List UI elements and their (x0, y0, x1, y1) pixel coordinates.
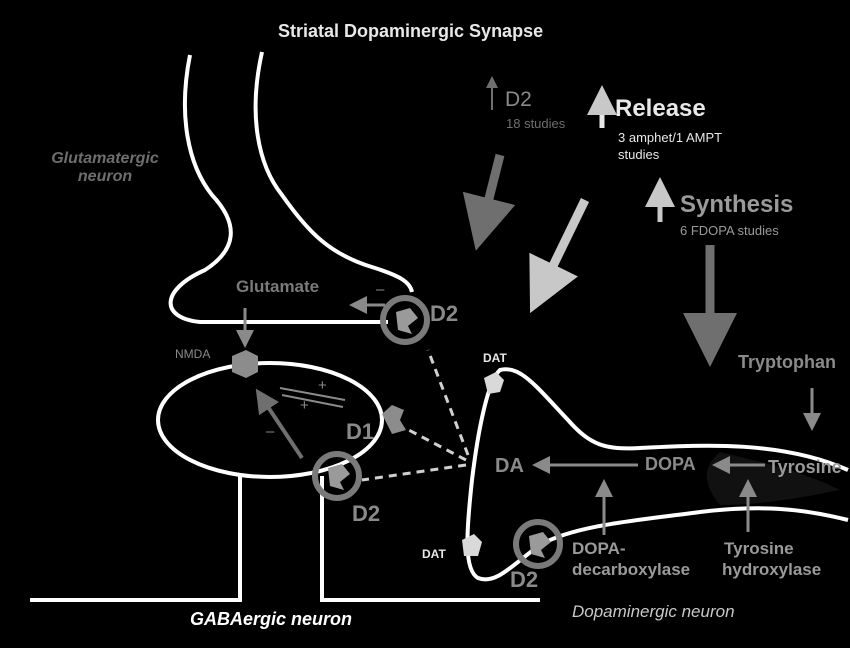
synthesis-findings-label: Synthesis (680, 192, 793, 218)
d2-glutamatergic-label: D2 (430, 302, 458, 326)
glutamate-inhibition-sign: – (376, 282, 384, 299)
dopa-label: DOPA (645, 455, 696, 475)
dat-lower-icon (462, 534, 482, 556)
release-findings-arrow (534, 200, 585, 305)
d2-autoreceptor-label: D2 (510, 568, 538, 592)
d1-d2-interaction-arrows (280, 388, 345, 407)
nmda-receptor-icon (232, 350, 258, 378)
release-findings-label: Release (615, 96, 706, 122)
synthesis-findings-detail: 6 FDOPA studies (680, 224, 779, 238)
d2-receptor-glutamatergic-icon (396, 308, 418, 334)
d2-findings-arrow (478, 155, 500, 242)
d1-plus-sign-upper: + (318, 378, 327, 395)
dopa-decarboxylase-label-2: decarboxylase (572, 561, 690, 580)
tyrosine-hydroxylase-label-2: hydroxylase (722, 561, 821, 580)
release-findings-detail-1: 3 amphet/1 AMPT (618, 131, 722, 145)
tyrosine-label: Tyrosine (768, 458, 842, 478)
dopamine-diffusion-lines (362, 350, 468, 480)
dat-upper-icon (484, 372, 504, 394)
dat-upper-label: DAT (483, 352, 507, 365)
d2-autoreceptor-icon (529, 532, 551, 558)
nmda-label: NMDA (175, 348, 210, 361)
dat-lower-label: DAT (422, 548, 446, 561)
glutamate-label: Glutamate (236, 278, 319, 297)
d1-label: D1 (346, 420, 374, 444)
gabaergic-neck-left (30, 476, 240, 600)
da-label: DA (495, 455, 524, 477)
diagram-title: Striatal Dopaminergic Synapse (278, 22, 543, 42)
d1-plus-sign-lower: + (300, 398, 309, 415)
d2-nmda-inhibition-sign: – (266, 424, 274, 441)
d1-receptor-icon (382, 405, 406, 434)
d2-gabaergic-label: D2 (352, 502, 380, 526)
glutamatergic-neuron-label: Glutamatergic neuron (40, 150, 170, 185)
d2-to-nmda-arrow (258, 392, 302, 458)
glutamatergic-terminal-outline-right (256, 52, 412, 292)
release-findings-detail-2: studies (618, 148, 659, 162)
dopaminergic-neuron-label: Dopaminergic neuron (572, 603, 735, 622)
gabaergic-neuron-label: GABAergic neuron (190, 610, 352, 630)
d2-findings-label: D2 (505, 88, 532, 111)
d2-findings-detail: 18 studies (506, 117, 565, 131)
dopa-decarboxylase-label-1: DOPA- (572, 540, 626, 559)
gabaergic-neck-right (322, 476, 540, 600)
tyrosine-hydroxylase-label-1: Tyrosine (724, 540, 794, 559)
tryptophan-label: Tryptophan (738, 353, 836, 373)
d2-receptor-gabaergic-icon (328, 464, 350, 490)
